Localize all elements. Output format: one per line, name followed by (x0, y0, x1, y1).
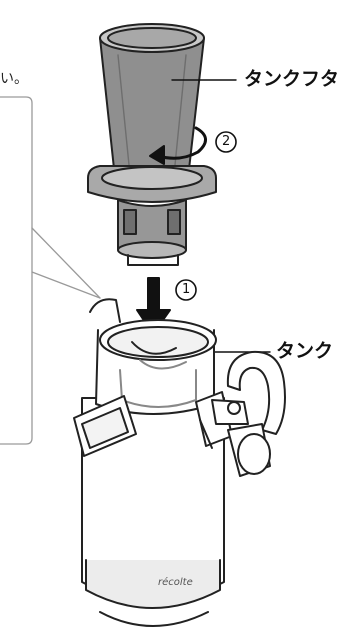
step-number-2: 2 (222, 135, 230, 148)
tank-lid-illustration (88, 24, 216, 265)
brand-logo-text: récolte (158, 578, 193, 588)
tank-lid-label: タンクフタ (244, 70, 339, 89)
cropped-text-fragment: い。 (0, 72, 28, 86)
step-number-1: 1 (182, 283, 190, 296)
tank-label: タンク (276, 342, 333, 361)
callout-box (0, 97, 100, 444)
